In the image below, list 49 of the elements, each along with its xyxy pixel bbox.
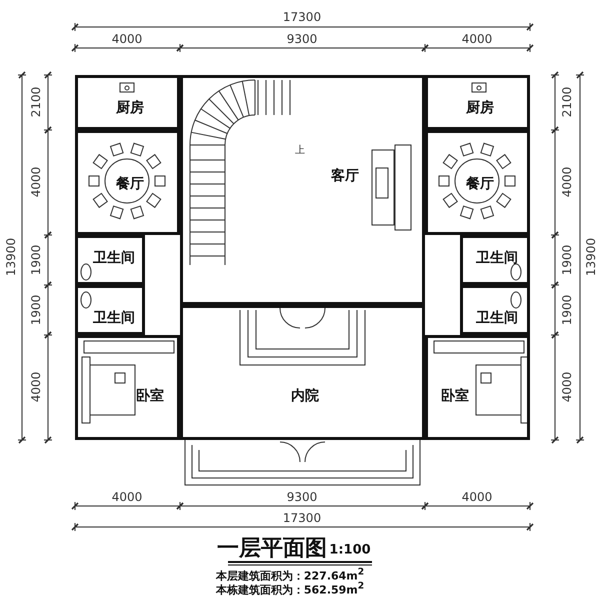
room-outline bbox=[75, 285, 145, 335]
room-outline bbox=[425, 75, 530, 130]
scale-label: 1:100 bbox=[329, 542, 371, 558]
dimension-label: 1900 bbox=[560, 294, 574, 326]
room-label: 餐厅 bbox=[466, 175, 494, 193]
dimension-label: 9300 bbox=[286, 490, 318, 504]
dimension-label: 17300 bbox=[282, 511, 322, 525]
dimension-label: 4000 bbox=[560, 166, 574, 198]
room-outline bbox=[75, 335, 180, 440]
room-outline bbox=[460, 285, 530, 335]
dimension-label: 17300 bbox=[282, 10, 322, 24]
dimension-label: 4000 bbox=[462, 32, 492, 46]
room-label: 厨房 bbox=[466, 99, 494, 117]
room-outline bbox=[425, 335, 530, 440]
dimension-label: 13900 bbox=[4, 238, 18, 276]
dimension-label: 13900 bbox=[584, 238, 598, 276]
room-outline bbox=[180, 75, 425, 305]
dimension-label: 1900 bbox=[560, 244, 574, 276]
dimension-label: 9300 bbox=[286, 32, 318, 46]
dimension-label: 1900 bbox=[29, 294, 43, 326]
dimension-label: 4000 bbox=[112, 32, 142, 46]
room-label: 餐厅 bbox=[116, 175, 144, 193]
room-label: 卫生间 bbox=[93, 309, 135, 327]
room-label: 客厅 bbox=[331, 167, 359, 185]
area-note: 本栋建筑面积为：562.59m$^{2}$ bbox=[216, 580, 364, 598]
area-note: 本层建筑面积为：227.64m$^{2}$ bbox=[216, 566, 364, 582]
room-label: 内院 bbox=[291, 387, 319, 405]
room-label: 卫生间 bbox=[476, 249, 518, 267]
dimension-label: 2100 bbox=[560, 86, 574, 118]
room-outline bbox=[425, 130, 530, 235]
drawing-title: 一层平面图 bbox=[217, 535, 327, 563]
dimension-label: 4000 bbox=[462, 490, 492, 504]
room-outline bbox=[75, 235, 145, 285]
room-label: 厨房 bbox=[116, 99, 144, 117]
room-outline bbox=[460, 235, 530, 285]
room-label: 卫生间 bbox=[476, 309, 518, 327]
room-label: 卧室 bbox=[136, 387, 164, 405]
room-outline bbox=[75, 130, 180, 235]
dimension-label: 4000 bbox=[560, 372, 574, 402]
dimension-label: 4000 bbox=[112, 490, 142, 504]
room-label: 卫生间 bbox=[93, 249, 135, 267]
room-outline bbox=[75, 75, 180, 130]
dimension-label: 1900 bbox=[29, 244, 43, 276]
room-label: 卧室 bbox=[441, 387, 469, 405]
dimension-label: 4000 bbox=[29, 166, 43, 198]
dimension-label: 2100 bbox=[29, 86, 43, 118]
room-outline bbox=[180, 305, 425, 440]
stair-label: 上 bbox=[295, 144, 305, 157]
dimension-label: 4000 bbox=[29, 372, 43, 402]
